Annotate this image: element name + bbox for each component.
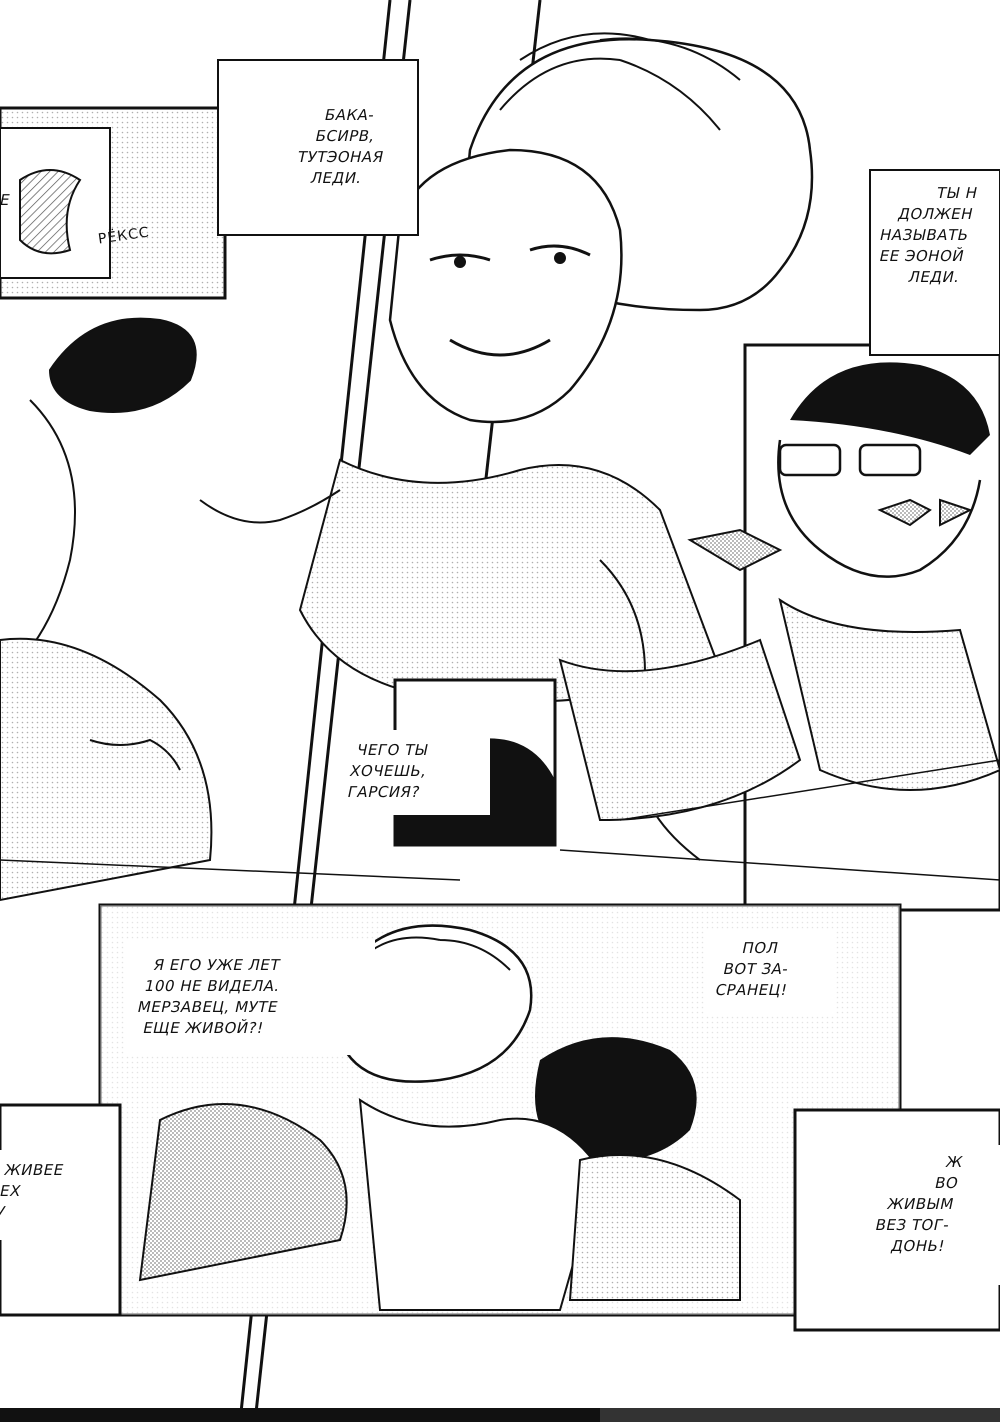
balloon-shape-1 bbox=[217, 59, 419, 236]
balloon-shape-3 bbox=[340, 730, 490, 815]
cravat-figure-middle bbox=[558, 528, 802, 861]
dark-hair-figure-left bbox=[0, 317, 197, 681]
figure-left-middle bbox=[0, 637, 213, 902]
woman-figure-top bbox=[199, 32, 814, 703]
bottom-strip-right bbox=[600, 1408, 1000, 1422]
balloon-shape-4 bbox=[125, 940, 375, 1055]
balloon-shapes bbox=[0, 59, 1000, 1285]
man-with-glasses-right bbox=[743, 343, 1000, 912]
speed-lines bbox=[0, 759, 1000, 881]
speech-balloon-4: Я ЕГО УЖЕ ЛЕТ 100 НЕ ВИДЕЛА. МЕРЗАВЕЦ, М… bbox=[135, 956, 282, 1037]
balloon-shape-6 bbox=[0, 1150, 100, 1240]
speech-balloon-3: ЧЕГО ТЫ ХОЧЕШЬ, ГАРСИЯ? bbox=[345, 741, 431, 801]
balloon-shape-5 bbox=[705, 930, 835, 1015]
speech-balloon-1: БАКА- БСИРВ, ТУТЭОНАЯ ЛЕДИ. bbox=[295, 106, 386, 187]
balloon-shape-2 bbox=[869, 169, 1000, 356]
balloon-shape-7 bbox=[860, 1145, 1000, 1285]
panel-top-left bbox=[0, 106, 227, 300]
speech-balloon-5: ПОЛ ВОТ ЗА- СРАНЕЦ! bbox=[713, 939, 791, 999]
bottom-strip-left bbox=[0, 1408, 600, 1422]
